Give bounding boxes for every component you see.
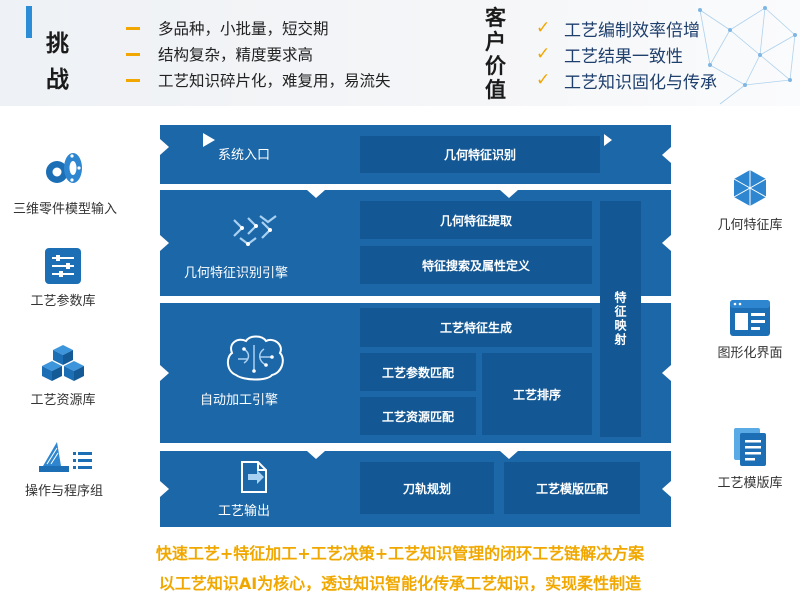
- operations-group-icon: [39, 442, 92, 472]
- challenges-title: 挑战: [46, 31, 69, 93]
- input-operations: 操作与程序组: [14, 438, 114, 499]
- input-label: 操作与程序组: [24, 484, 103, 499]
- challenge-text: 多品种，小批量，短交期: [158, 20, 329, 38]
- layer-label: 几何特征识别引擎: [184, 266, 289, 281]
- check-icon: ✓: [536, 70, 551, 90]
- customer-value-list: ✓ 工艺编制效率倍增 ✓ 工艺结果一致性 ✓ 工艺知识固化与传承: [536, 15, 717, 93]
- challenge-text: 工艺知识碎片化，难复用，易流失: [158, 72, 391, 90]
- value-item: ✓ 工艺结果一致性: [536, 41, 717, 67]
- cubes-icon: [42, 345, 84, 381]
- top-banner: 挑战 多品种，小批量，短交期 结构复杂，精度要求高 工艺知识碎片化，难复用，易流…: [0, 0, 800, 106]
- arrow-notch: [662, 365, 671, 381]
- arrow-notch: [160, 139, 169, 155]
- dash-marker: [126, 52, 140, 56]
- cell-geometry-recognition: 几何特征识别: [360, 136, 600, 173]
- value-text: 工艺编制效率倍增: [564, 20, 700, 41]
- check-icon: ✓: [536, 44, 551, 64]
- network-mesh-decoration: [698, 6, 797, 105]
- input-label: 三维零件模型输入: [12, 202, 117, 217]
- arrow-notch: [500, 190, 518, 198]
- brain-icon: [226, 335, 284, 381]
- output-template-lib: 工艺模版库: [700, 428, 800, 491]
- arrow-notch: [160, 235, 169, 251]
- check-icon: ✓: [536, 18, 551, 38]
- arrow-notch: [662, 147, 671, 163]
- input-process-params: 工艺参数库: [18, 248, 108, 309]
- input-process-resources: 工艺资源库: [18, 343, 108, 408]
- sliders-icon: [45, 248, 81, 284]
- feature-mapping-bar: 特征映射: [600, 201, 641, 437]
- layer-label: 自动加工引擎: [200, 393, 279, 408]
- input-label: 工艺参数库: [30, 294, 96, 309]
- feature-recognition-icon: [233, 215, 277, 246]
- play-marker-icon: [604, 134, 612, 146]
- layer-process-output: 工艺输出 刀轨规划 工艺模版匹配: [160, 451, 671, 527]
- challenge-item: 工艺知识碎片化，难复用，易流失: [126, 67, 391, 93]
- cell-process-param-matching: 工艺参数匹配: [360, 353, 476, 391]
- arrow-notch: [662, 481, 671, 497]
- customer-value-title: 客户价值: [485, 6, 506, 102]
- output-geometry-feature-lib: 几何特征库: [700, 168, 800, 233]
- slogan-line-1: 快速工艺+特征加工+工艺决策+工艺知识管理的闭环工艺链解决方案: [155, 544, 645, 563]
- challenge-item: 多品种，小批量，短交期: [126, 15, 391, 41]
- cell-feature-search: 特征搜索及属性定义: [360, 246, 592, 284]
- layer-system-entry: 系统入口 几何特征识别: [160, 125, 671, 184]
- cell-process-feature-generation: 工艺特征生成: [360, 308, 592, 347]
- layer-geometry-engine: 几何特征识别引擎 几何特征提取 特征搜索及属性定义: [160, 190, 671, 296]
- challenges-list: 多品种，小批量，短交期 结构复杂，精度要求高 工艺知识碎片化，难复用，易流失: [126, 15, 391, 93]
- arrow-notch: [160, 481, 169, 497]
- dash-marker: [126, 26, 140, 30]
- value-text: 工艺结果一致性: [564, 46, 683, 67]
- layer-auto-machining-engine: 自动加工引擎 工艺特征生成 工艺参数匹配 工艺资源匹配 工艺排序: [160, 303, 671, 443]
- challenge-item: 结构复杂，精度要求高: [126, 41, 391, 67]
- flange-part-icon: [46, 153, 82, 183]
- feature-mapping-label: 特征映射: [613, 291, 627, 347]
- export-document-icon: [241, 461, 267, 493]
- value-text: 工艺知识固化与传承: [564, 72, 717, 93]
- output-label: 图形化界面: [717, 346, 783, 361]
- output-gui: 图形化界面: [700, 300, 800, 361]
- slogan-line-2: 以工艺知识AI为核心，透过知识智能化传承工艺知识，实现柔性制造: [158, 574, 642, 593]
- arrow-notch: [160, 365, 169, 381]
- arrow-notch: [500, 451, 518, 459]
- cell-toolpath-planning: 刀轨规划: [360, 462, 494, 514]
- cell-process-resource-matching: 工艺资源匹配: [360, 397, 476, 435]
- cell-feature-extraction: 几何特征提取: [360, 201, 592, 239]
- input-label: 工艺资源库: [30, 393, 96, 408]
- dash-marker: [126, 78, 140, 82]
- challenge-text: 结构复杂，精度要求高: [158, 46, 314, 64]
- input-3d-model: 三维零件模型输入: [4, 148, 126, 217]
- output-label: 几何特征库: [717, 218, 783, 233]
- cell-process-sequencing: 工艺排序: [482, 353, 592, 435]
- arrow-notch: [307, 190, 325, 198]
- value-item: ✓ 工艺知识固化与传承: [536, 67, 717, 93]
- cell-template-matching: 工艺模版匹配: [504, 462, 640, 514]
- layer-label: 工艺输出: [218, 504, 271, 519]
- window-interface-icon: [730, 300, 770, 336]
- accent-bar: [26, 6, 32, 38]
- layer-label: 系统入口: [218, 148, 271, 163]
- polyhedron-icon: [733, 170, 767, 206]
- play-marker-icon: [203, 133, 215, 147]
- documents-icon: [734, 428, 766, 466]
- value-item: ✓ 工艺编制效率倍增: [536, 15, 717, 41]
- output-label: 工艺模版库: [717, 476, 783, 491]
- arrow-notch: [307, 451, 325, 459]
- arrow-notch: [662, 235, 671, 251]
